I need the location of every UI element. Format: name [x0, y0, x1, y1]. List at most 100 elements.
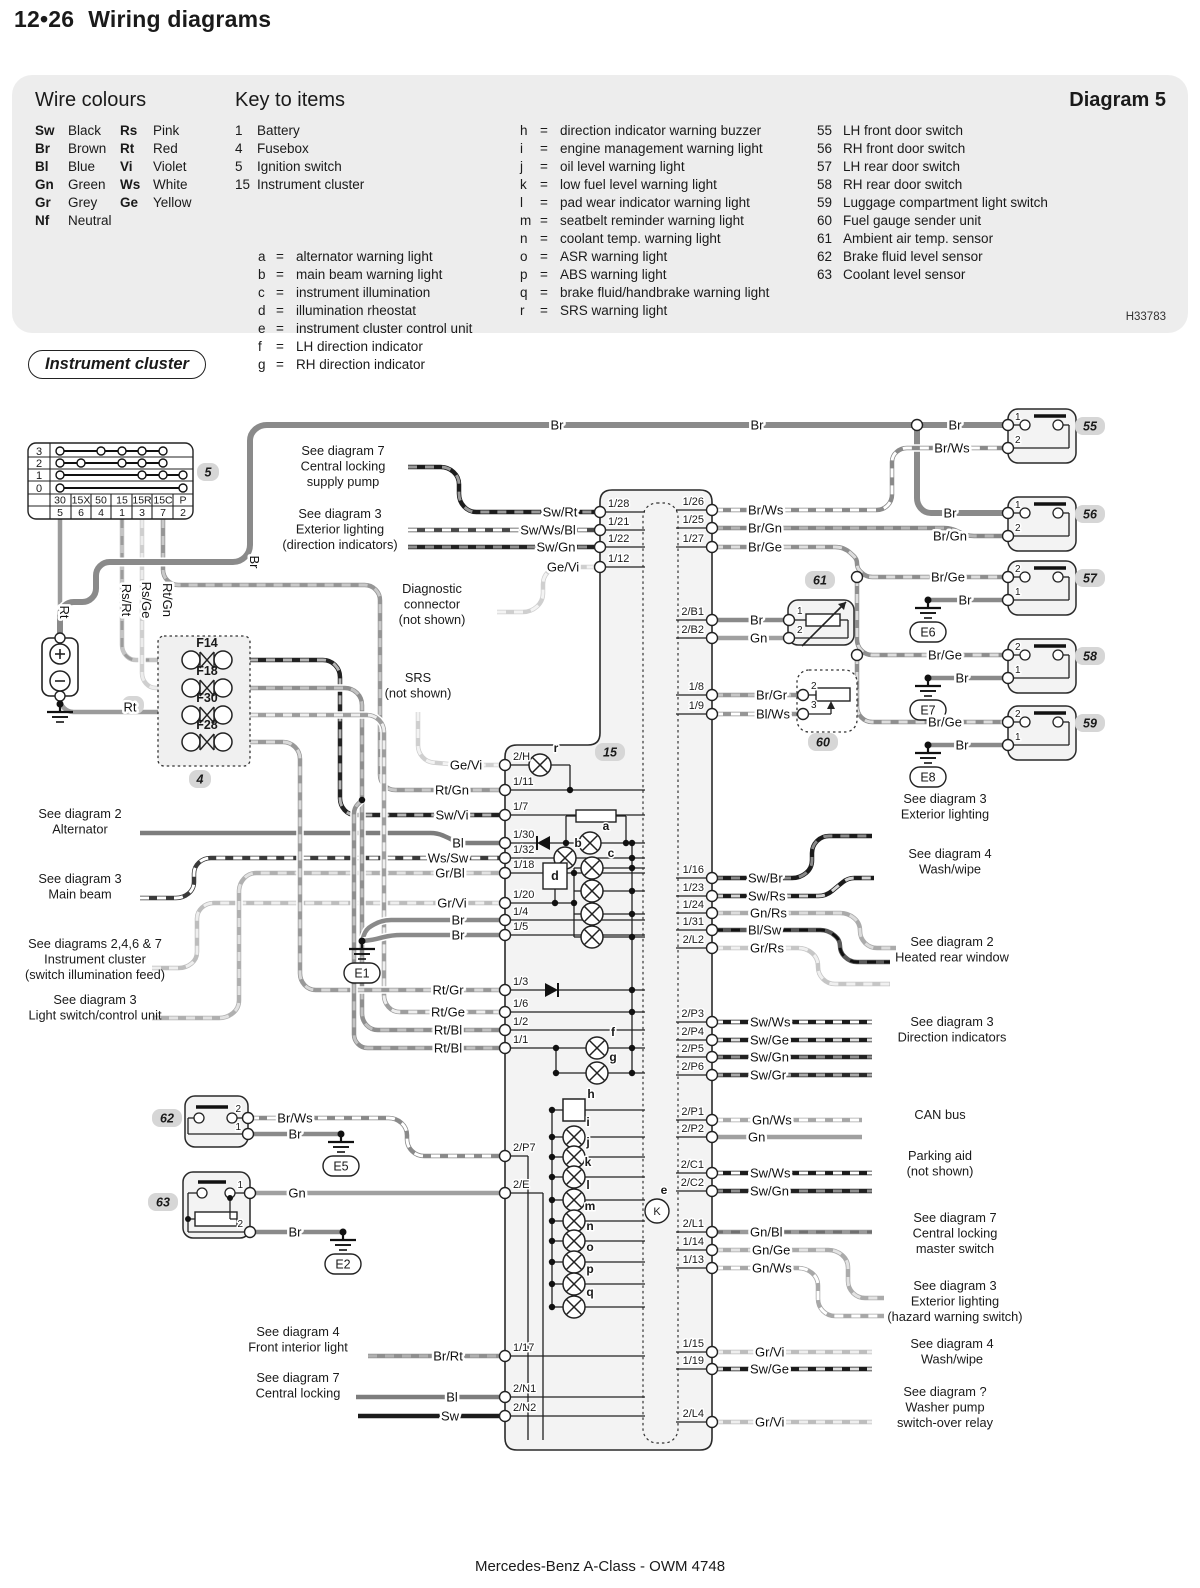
equals: = [276, 339, 284, 354]
component-number: 58 [1083, 650, 1097, 664]
key-subitem: g=RH direction indicator [258, 356, 472, 374]
wire-colour-label: Sw/Ge [750, 1362, 789, 1377]
wire-abbr: Gr [35, 195, 51, 210]
pin-id: 2/P3 [681, 1008, 704, 1020]
see-diagram-annotation: (hazard warning switch) [887, 1309, 1022, 1324]
wire-colour-label: Br/Ge [928, 648, 962, 663]
junction-dot [185, 1216, 191, 1222]
fuse-x [199, 651, 215, 669]
item-label: RH rear door switch [843, 177, 963, 192]
item-number: 1 [235, 123, 243, 138]
item-letter: n [520, 231, 528, 246]
junction-ring [850, 648, 864, 662]
wire-colour-label: Gn [748, 1130, 765, 1145]
wire-abbr: Nf [35, 213, 50, 228]
wire-colour-label: Sw/Ws [750, 1166, 791, 1181]
item-letter: c [258, 285, 265, 300]
junction-dot [548, 1303, 556, 1311]
cluster-pin [705, 1166, 719, 1180]
wire-colour-label: Sw/Br [748, 871, 783, 886]
see-diagram-annotation: Central locking [256, 1386, 341, 1401]
switch-pin-number: 1 [1015, 412, 1021, 423]
switch-pin [1001, 570, 1015, 584]
component-letter: i [586, 1115, 589, 1129]
wire-Br/Ws [714, 445, 1008, 513]
component-badge [805, 571, 835, 589]
page-footer: Mercedes-Benz A-Class - OWM 4748 [474, 1558, 726, 1575]
junction-dot [358, 796, 366, 804]
wire-stripe [352, 798, 505, 1050]
wire-name: Red [153, 141, 178, 156]
item-number: 5 [235, 159, 243, 174]
fuse-label: F14 [196, 636, 218, 650]
wire-colour-label: Sw/Gn [750, 1050, 789, 1065]
junction-dot [227, 1195, 233, 1201]
resistor-icon [575, 809, 617, 823]
item-number: 4 [235, 141, 243, 156]
item-letter: d [258, 303, 266, 318]
see-diagram-annotation: Alternator [52, 822, 108, 837]
component-badge [122, 696, 144, 714]
lamp-x [583, 882, 601, 900]
wire-Br [361, 932, 505, 944]
fuse-label: F30 [196, 691, 218, 705]
component-letter: p [586, 1262, 593, 1276]
item-label: SRS warning light [560, 303, 668, 318]
item-letter: q [520, 285, 528, 300]
junction-dot [628, 887, 636, 895]
switch-pin-number: 2 [1015, 642, 1021, 653]
junction-dot [628, 1044, 636, 1052]
wire-colour-label: Sw/Rt [543, 505, 578, 520]
component-badge [1075, 417, 1105, 435]
wire-Gn/Ws [714, 1265, 884, 1319]
see-diagram-annotation: Parking aid [908, 1148, 972, 1163]
cluster-pin [593, 540, 607, 554]
cluster-pin [705, 1033, 719, 1047]
wire-colour-label: Sw/Gr [750, 1068, 787, 1083]
control-unit-letter: K [653, 1206, 661, 1218]
pin-id: 1/17 [513, 1342, 534, 1354]
item-letter: e [258, 321, 266, 336]
wire-colour-label: Gn [750, 631, 767, 646]
wire-Gn/Ge [714, 1247, 884, 1301]
cluster-pin [705, 871, 719, 885]
see-diagram-annotation: See diagram 2 [38, 806, 121, 821]
cluster-pin [705, 1050, 719, 1064]
item-label: instrument cluster control unit [296, 321, 473, 336]
wire-colour-label: Br [956, 738, 970, 753]
conn5-terminal-label: 15C [153, 495, 173, 507]
wire-colour-label: Br/Gr [756, 688, 788, 703]
pin-id: 1/20 [513, 889, 534, 901]
see-diagram-annotation: Heated rear window [895, 950, 1010, 965]
cluster-pin [705, 1261, 719, 1275]
wire-stripe [714, 1266, 884, 1318]
item-number: 55 [817, 123, 833, 138]
wire-colour-label: Gr/Vi [755, 1415, 784, 1430]
page-number: 12•26 [14, 6, 75, 32]
conn5-contact [96, 446, 106, 456]
see-diagram-annotation: (direction indicators) [282, 537, 397, 552]
cluster-pin [705, 1113, 719, 1127]
equals: = [540, 123, 548, 138]
switch-pin-number: 2 [1015, 523, 1021, 534]
pin-id: 1/8 [689, 681, 704, 693]
conn5-contact [137, 458, 147, 468]
conn5-pin-number: 3 [139, 507, 145, 519]
pin-id: 2/L4 [683, 1408, 704, 1420]
pin-id: 2/L2 [683, 934, 704, 946]
see-diagram-annotation: (not shown) [399, 612, 466, 627]
wire-colour-label: Rt/Ge [431, 1005, 465, 1020]
cluster-pin [705, 941, 719, 955]
wire-stripe [855, 655, 1008, 724]
cluster-pin [705, 521, 719, 535]
arrow-head [827, 701, 835, 709]
wire-abbr: Ws [120, 177, 141, 192]
component-letter: b [574, 836, 581, 850]
component-letter: f [611, 1025, 616, 1039]
